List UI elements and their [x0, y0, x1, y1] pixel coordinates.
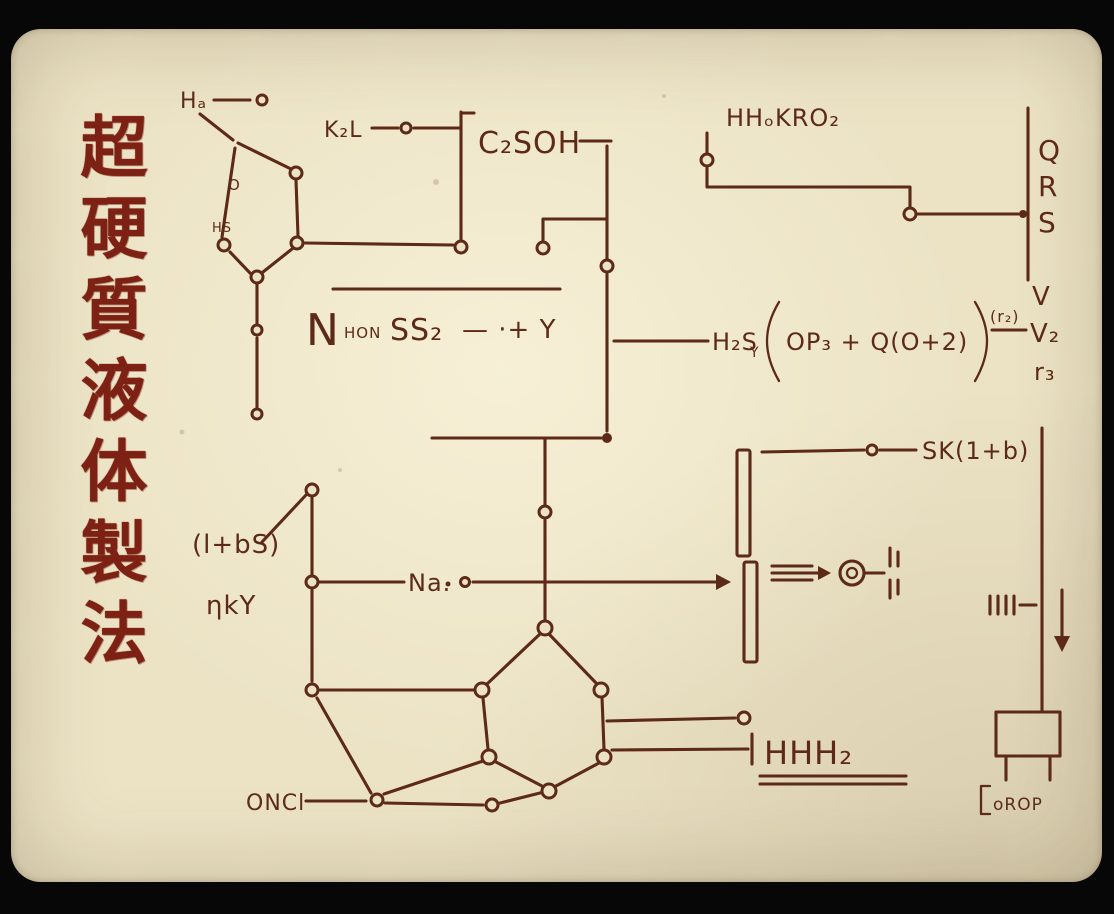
label-na: Na.: [408, 569, 451, 597]
label-o-ring: O: [228, 176, 241, 194]
junction-node: [453, 239, 469, 255]
junction-node: [902, 206, 918, 222]
label-eta-ky: ηkY: [206, 591, 256, 621]
comb-plate-upper: [735, 448, 752, 558]
junction-node: [537, 504, 553, 520]
title-char-7: 法: [80, 595, 148, 673]
comb-plate-lower: [742, 560, 759, 664]
label-r3: r₃: [1034, 358, 1056, 386]
arrowhead-right: [716, 574, 731, 590]
junction-node: [459, 576, 471, 588]
junction-node: [369, 792, 385, 808]
slide-card: [11, 29, 1102, 882]
hexagon-node: [595, 748, 613, 766]
title-char-4: 液: [80, 352, 148, 430]
junction-node: [255, 93, 269, 107]
target-ring-outer: [838, 559, 866, 587]
bond-lines: [198, 98, 1064, 807]
label-ha: Hₐ: [180, 89, 207, 114]
label-hon: HON: [344, 324, 381, 342]
hexagon-node: [592, 681, 610, 699]
title-char-5: 体: [80, 433, 148, 511]
junction-node: [699, 152, 715, 168]
label-l-bs: (l+bS): [192, 530, 280, 560]
hexagon-node: [540, 782, 558, 800]
label-r2: (r₂): [990, 307, 1019, 326]
junction-node: [865, 443, 879, 457]
junction-node: [250, 323, 264, 337]
junction-dot: [445, 581, 451, 587]
bracket-open: [765, 300, 781, 383]
title-char-2: 硬: [80, 190, 148, 268]
label-y-sub: Y: [749, 345, 760, 361]
junction-node: [399, 121, 413, 135]
junction-dot: [1019, 210, 1027, 218]
label-q: Q: [1038, 134, 1061, 167]
label-oncl: ONCl: [246, 791, 305, 816]
junction-node: [535, 240, 551, 256]
junction-node: [289, 235, 305, 251]
label-c2soh: C₂SOH: [478, 126, 581, 161]
junction-node: [304, 482, 320, 498]
label-r: R: [1038, 170, 1058, 203]
vessel-box: [994, 710, 1062, 758]
junction-node: [484, 797, 500, 813]
junction-node: [599, 258, 615, 274]
junction-dot: [602, 433, 612, 443]
label-ss2: SS₂: [390, 313, 443, 348]
junction-node: [216, 237, 232, 253]
junction-node: [249, 269, 265, 285]
apparatus-shapes: [716, 448, 1070, 758]
label-hs-ring: HS: [212, 221, 232, 236]
bracket-close: [973, 300, 989, 383]
vertical-title: 超 硬 質 液 体 製 法: [62, 108, 166, 675]
label-k2l: K₂L: [324, 118, 363, 143]
label-v2: V₂: [1030, 319, 1060, 349]
label-hhh2: HHH₂: [764, 734, 853, 772]
junction-node: [304, 574, 320, 590]
target-ring-inner: [845, 566, 859, 580]
label-op3: OP₃ + Q(O+2): [786, 328, 968, 356]
hexagon-node: [536, 619, 554, 637]
junction-node: [288, 165, 304, 181]
junction-node: [736, 710, 752, 726]
label-plus-y: — ·+ Y: [462, 315, 556, 345]
title-char-1: 超: [80, 109, 148, 187]
label-s: S: [1038, 206, 1057, 239]
bond-network: [198, 98, 1064, 816]
junction-node: [304, 682, 320, 698]
orop-bracket: [979, 784, 992, 816]
junction-nodes: [216, 93, 1027, 813]
junction-node: [250, 407, 264, 421]
title-char-3: 質: [80, 271, 148, 349]
arrowhead-small: [818, 566, 831, 580]
label-h2s: H₂S: [712, 328, 758, 356]
hexagon-node: [473, 681, 491, 699]
arrowhead-down: [1054, 636, 1070, 652]
label-big-n: N: [306, 305, 340, 356]
label-hhokro2: HHₒKRO₂: [726, 104, 840, 132]
hexagon-node: [480, 748, 498, 766]
formula-labels: Hₐ K₂L C₂SOH HHₒKRO₂ Q R S N HON SS₂ — ·…: [180, 89, 1061, 816]
paper-specks: [179, 94, 666, 472]
label-sk1b: SK(1+b): [922, 437, 1029, 465]
title-char-6: 製: [80, 514, 148, 592]
label-orop: oROP: [993, 795, 1043, 815]
label-v: V: [1032, 282, 1051, 312]
